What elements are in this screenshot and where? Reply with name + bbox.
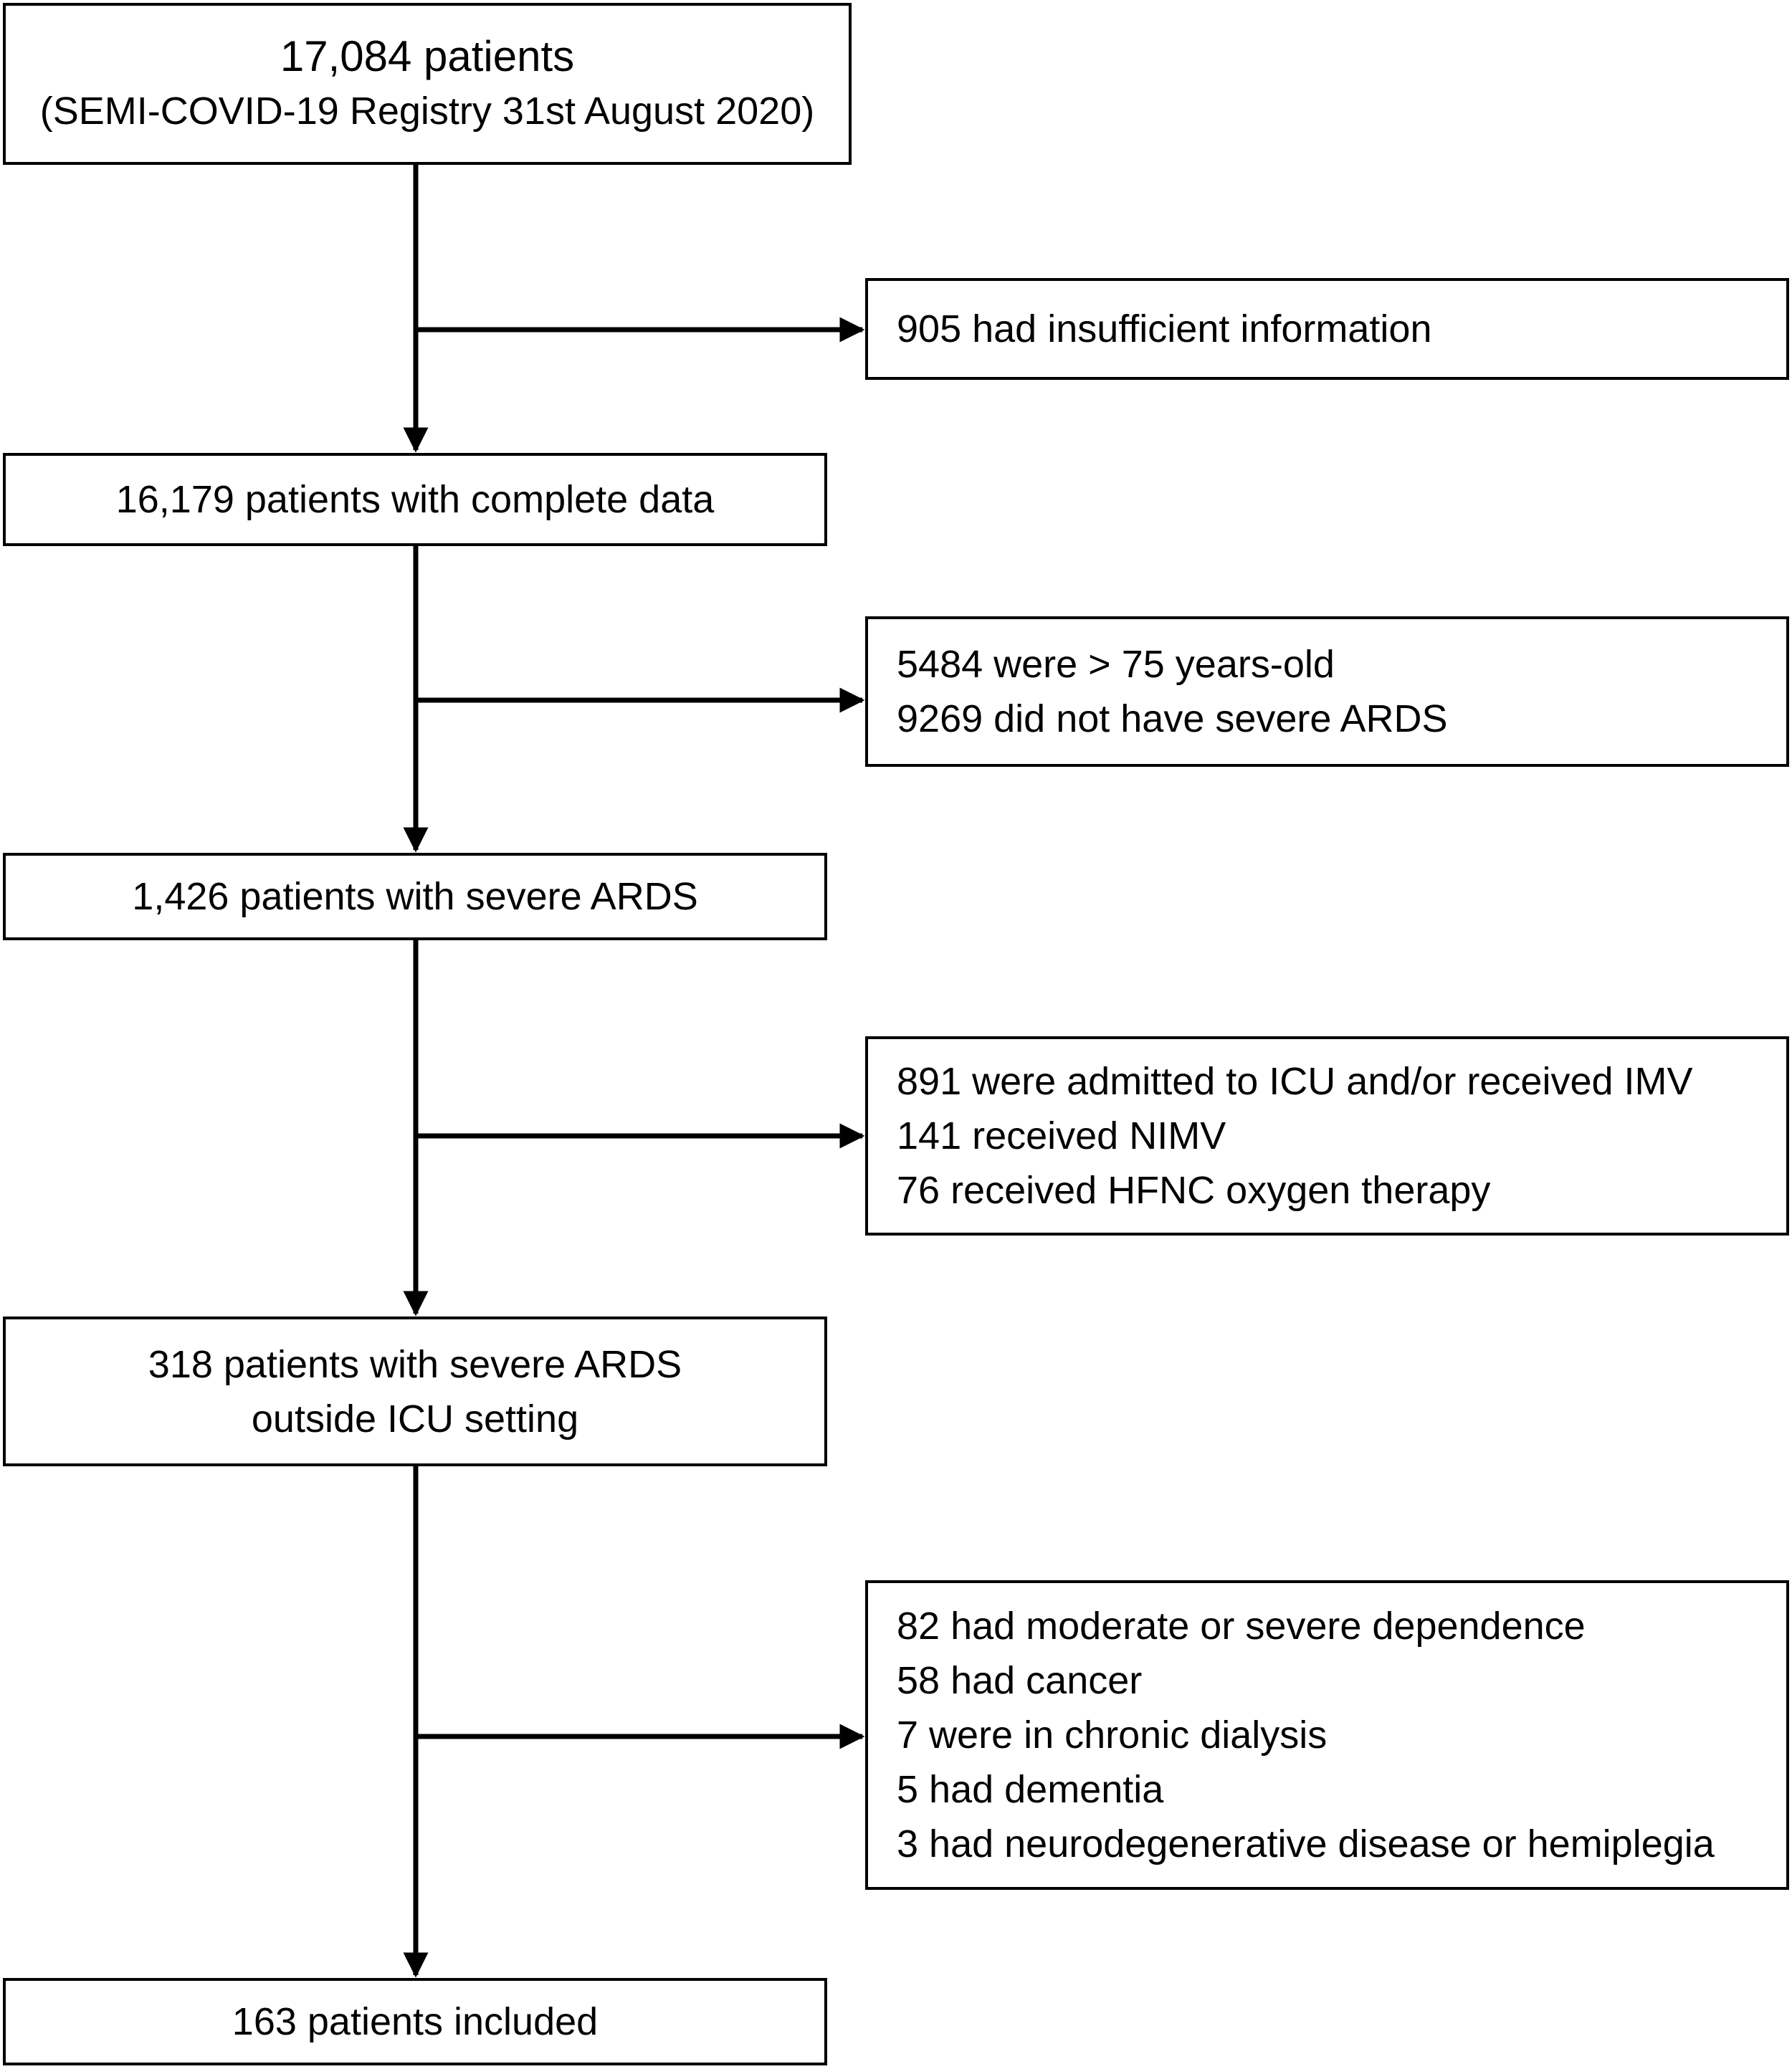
step-2-text: 16,179 patients with complete data: [115, 478, 715, 521]
step-3-text: 1,426 patients with severe ARDS: [132, 875, 698, 918]
exclusion-4-line: 5 had dementia: [897, 1768, 1164, 1811]
start-box: 17,084 patients (SEMI-COVID-19 Registry …: [3, 3, 852, 165]
exclusion-4-line: 7 were in chronic dialysis: [897, 1714, 1328, 1757]
step-3-box: 1,426 patients with severe ARDS: [3, 853, 827, 940]
final-box: 163 patients included: [3, 1978, 827, 2065]
start-source: (SEMI-COVID-19 Registry 31st August 2020…: [39, 90, 815, 133]
exclusion-box-4: 82 had moderate or severe dependence 58 …: [865, 1580, 1789, 1890]
step-4-box: 318 patients with severe ARDS outside IC…: [3, 1317, 827, 1466]
exclusion-4-line: 82 had moderate or severe dependence: [897, 1605, 1586, 1648]
final-text: 163 patients included: [232, 2000, 599, 2043]
step-4-line: outside ICU setting: [251, 1397, 579, 1440]
exclusion-2-line: 5484 were > 75 years-old: [897, 643, 1335, 686]
exclusion-box-2: 5484 were > 75 years-old 9269 did not ha…: [865, 616, 1789, 767]
exclusion-3-line: 891 were admitted to ICU and/or received…: [897, 1060, 1693, 1103]
exclusion-1-line: 905 had insufficient information: [897, 307, 1432, 350]
exclusion-4-line: 3 had neurodegenerative disease or hemip…: [897, 1822, 1715, 1865]
exclusion-box-3: 891 were admitted to ICU and/or received…: [865, 1036, 1789, 1236]
step-2-box: 16,179 patients with complete data: [3, 453, 827, 546]
exclusion-box-1: 905 had insufficient information: [865, 278, 1789, 380]
exclusion-2-line: 9269 did not have severe ARDS: [897, 697, 1448, 740]
step-4-line: 318 patients with severe ARDS: [148, 1342, 682, 1386]
exclusion-3-line: 76 received HFNC oxygen therapy: [897, 1169, 1491, 1212]
start-count: 17,084 patients: [280, 32, 575, 80]
exclusion-4-line: 58 had cancer: [897, 1659, 1143, 1702]
exclusion-3-line: 141 received NIMV: [897, 1114, 1226, 1157]
